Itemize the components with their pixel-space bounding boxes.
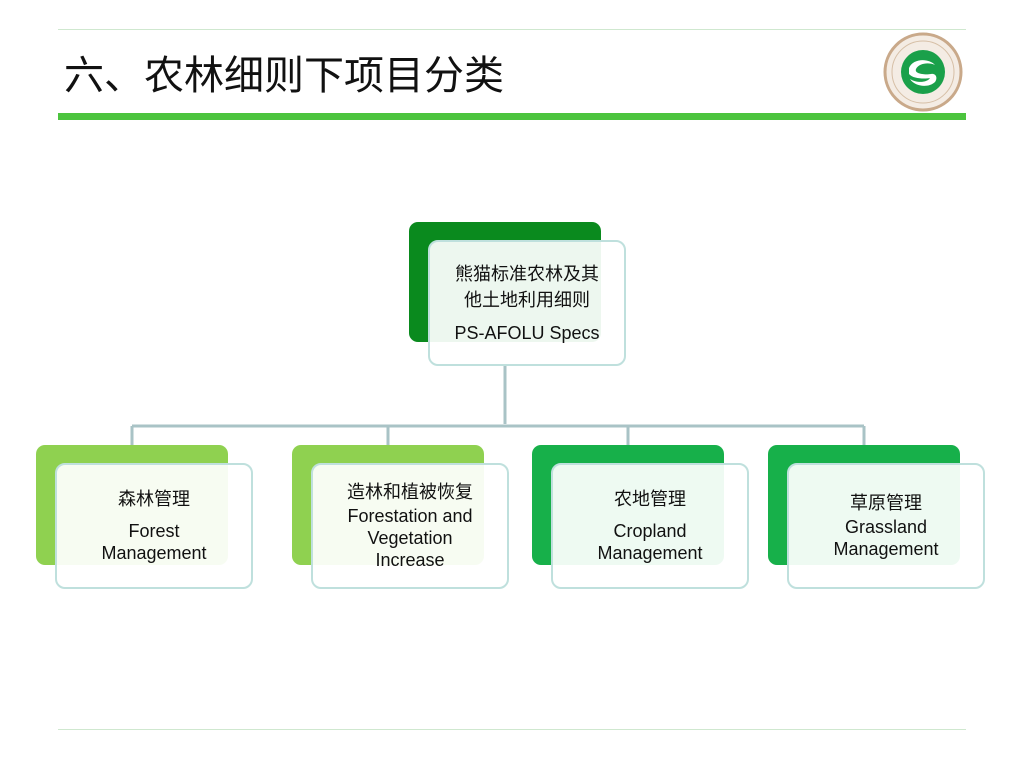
organization-seal-icon xyxy=(883,32,963,112)
child-node-en-line2: Management xyxy=(597,543,703,563)
title-underline-bar xyxy=(58,113,966,120)
child-node-en-line3: Increase xyxy=(375,550,445,570)
top-divider xyxy=(58,29,966,30)
child-node-forestation: 造林和植被恢复 Forestation and Vegetation Incre… xyxy=(311,463,509,589)
child-node-en-line1: Forestation and xyxy=(347,506,473,526)
root-node-en: PS-AFOLU Specs xyxy=(454,323,600,343)
child-node-en-line2: Management xyxy=(833,539,939,559)
child-node-zh: 草原管理 xyxy=(850,493,922,514)
child-node-forest-management: 森林管理 Forest Management xyxy=(55,463,253,589)
child-node-en-line2: Management xyxy=(101,543,207,563)
child-node-en-line1: Cropland xyxy=(613,521,687,541)
slide-title: 六、农林细则下项目分类 xyxy=(64,53,504,99)
child-node-zh: 森林管理 xyxy=(118,489,190,510)
root-node-zh-line1: 熊猫标准农林及其 xyxy=(455,264,599,285)
root-node-zh-line2: 他土地利用细则 xyxy=(464,290,590,311)
child-node-en-line1: Forest xyxy=(128,521,180,541)
child-node-en-line1: Grassland xyxy=(844,517,928,537)
child-node-grassland-management: 草原管理 Grassland Management xyxy=(787,463,985,589)
child-node-zh: 农地管理 xyxy=(614,489,686,510)
child-node-cropland-management: 农地管理 Cropland Management xyxy=(551,463,749,589)
child-node-en-line2: Vegetation xyxy=(367,528,453,548)
child-node-zh: 造林和植被恢复 xyxy=(347,482,473,503)
bottom-divider xyxy=(58,729,966,730)
root-node: 熊猫标准农林及其 他土地利用细则 PS-AFOLU Specs xyxy=(428,240,626,366)
